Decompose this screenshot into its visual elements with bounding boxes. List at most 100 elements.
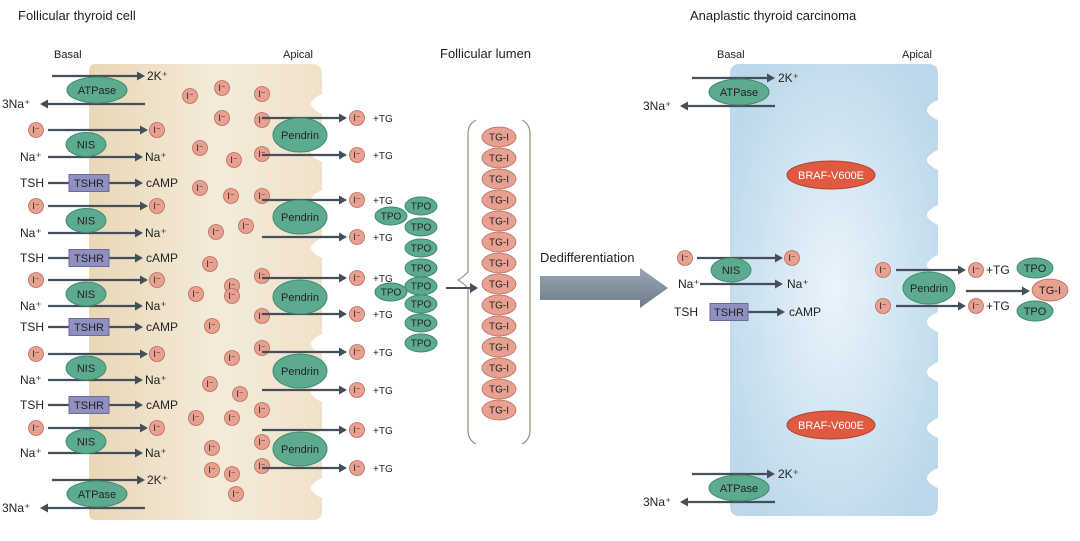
tg-i-molecule: TG-I (481, 378, 517, 400)
pendrin-transporter: Pendrin (272, 431, 328, 467)
nis-transporter-label: NIS (77, 437, 95, 449)
na-in-label: Na⁺ (20, 226, 42, 240)
pendrin-transporter-label: Pendrin (281, 366, 319, 378)
pendrin-efflux-arrow (262, 425, 347, 435)
carcinoma-title: Anaplastic thyroid carcinoma (690, 8, 857, 23)
iodide-label: I⁻ (196, 143, 204, 153)
k-ion-label: 2K⁺ (147, 69, 168, 83)
iodide-label: I⁻ (236, 389, 244, 399)
iodide-ion: I⁻ (677, 250, 693, 266)
camp-label: cAMP (146, 320, 178, 334)
pendrin-transporter-label: Pendrin (281, 130, 319, 142)
tshr-label: TSHR (714, 307, 744, 319)
right-basal-label: Basal (717, 49, 745, 61)
iodide-ion: I⁻ (254, 434, 270, 450)
atpase-na-out-arrow (680, 497, 775, 507)
tpo-enzyme-label: TPO (411, 202, 432, 213)
iodide-label: I⁻ (258, 343, 266, 353)
tsh-label: TSH (20, 176, 44, 190)
iodide-ion: I⁻ (875, 262, 891, 278)
iodide-label: I⁻ (206, 379, 214, 389)
tg-i-molecule: TG-I (481, 252, 517, 274)
tg-i-molecule: TG-I (481, 189, 517, 211)
nis-transporter-label: NIS (722, 265, 740, 277)
left-cell-title: Follicular thyroid cell (18, 8, 136, 23)
iodide-in-arrow (48, 423, 148, 433)
tshr-label: TSHR (74, 400, 104, 412)
tg-i-label: TG-I (489, 196, 509, 207)
iodide-ion: I⁻ (149, 346, 165, 362)
iodide-label: I⁻ (218, 83, 226, 93)
atpase-pump-label: ATPase (720, 87, 758, 99)
iodide-in-arrow (48, 125, 148, 135)
tg-i-molecule: TG-I (481, 126, 517, 148)
tpo-enzyme: TPO (404, 333, 438, 353)
iodide-ion: I⁻ (254, 458, 270, 474)
plus-tg-label: +TG (373, 196, 393, 207)
pendrin-efflux-arrow (262, 463, 347, 473)
iodide-ion: I⁻ (226, 152, 242, 168)
iodide-label: I⁻ (258, 405, 266, 415)
na3-label: 3Na⁺ (2, 501, 30, 515)
k-ion-label: 2K⁺ (778, 71, 799, 85)
atpase-na-out-arrow (40, 503, 145, 513)
iodide-label: I⁻ (258, 271, 266, 281)
tg-i-molecule: TG-I (481, 315, 517, 337)
iodide-label: I⁻ (153, 125, 161, 135)
pendrin-efflux-arrow (896, 265, 966, 275)
na-in-arrow (48, 152, 143, 162)
iodide-label: I⁻ (32, 125, 40, 135)
tshr-receptor: TSHR (709, 303, 749, 321)
na-in-arrow (48, 375, 143, 385)
nis-transporter: NIS (65, 429, 107, 454)
iodide-ion: I⁻ (349, 270, 365, 286)
pendrin-efflux-arrow (262, 385, 347, 395)
iodide-ion: I⁻ (968, 298, 984, 314)
plus-tg-label: +TG (373, 426, 393, 437)
tg-i-label: TG-I (489, 301, 509, 312)
tg-i-molecule: TG-I (481, 273, 517, 295)
tsh-signal-arrow (745, 307, 785, 317)
plus-tg-label: +TG (373, 386, 393, 397)
tg-i-molecule: TG-I (481, 294, 517, 316)
iodide-ion: I⁻ (224, 410, 240, 426)
tsh-label: TSH (20, 398, 44, 412)
braf-v600e-mutation-label: BRAF-V600E (798, 170, 864, 182)
tg-i-label: TG-I (489, 280, 509, 291)
iodide-label: I⁻ (353, 195, 361, 205)
atpase-pump: ATPase (66, 480, 128, 508)
tg-i-label: TG-I (489, 133, 509, 144)
tg-i-label: TG-I (489, 175, 509, 186)
iodide-label: I⁻ (153, 201, 161, 211)
tshr-receptor: TSHR (68, 249, 110, 267)
iodide-label: I⁻ (353, 113, 361, 123)
nis-transporter-label: NIS (77, 140, 95, 152)
iodide-ion: I⁻ (192, 140, 208, 156)
iodide-ion: I⁻ (254, 308, 270, 324)
iodide-label: I⁻ (242, 221, 250, 231)
atpase-pump: ATPase (708, 474, 770, 502)
tpo-enzyme: TPO (1016, 300, 1054, 322)
iodide-label: I⁻ (228, 353, 236, 363)
iodide-ion: I⁻ (875, 298, 891, 314)
plus-tg-label: +TG (373, 274, 393, 285)
tshr-receptor: TSHR (68, 318, 110, 336)
na-out-label: Na⁺ (787, 277, 809, 291)
iodide-ion: I⁻ (192, 180, 208, 196)
dedifferentiation-arrow (540, 268, 668, 308)
pendrin-transporter: Pendrin (272, 117, 328, 153)
tg-i-label: TG-I (489, 154, 509, 165)
na3-label: 3Na⁺ (2, 97, 30, 111)
iodide-label: I⁻ (353, 150, 361, 160)
pendrin-efflux-arrow (262, 273, 347, 283)
tsh-label: TSH (20, 251, 44, 265)
k-ion-label: 2K⁺ (778, 467, 799, 481)
tsh-label: TSH (20, 320, 44, 334)
iodide-ion: I⁻ (28, 198, 44, 214)
iodide-ion: I⁻ (968, 262, 984, 278)
iodide-label: I⁻ (972, 265, 980, 275)
nis-transporter: NIS (65, 281, 107, 307)
tg-i-molecule: TG-I (481, 168, 517, 190)
atpase-k-in-arrow (52, 71, 145, 81)
camp-label: cAMP (146, 176, 178, 190)
